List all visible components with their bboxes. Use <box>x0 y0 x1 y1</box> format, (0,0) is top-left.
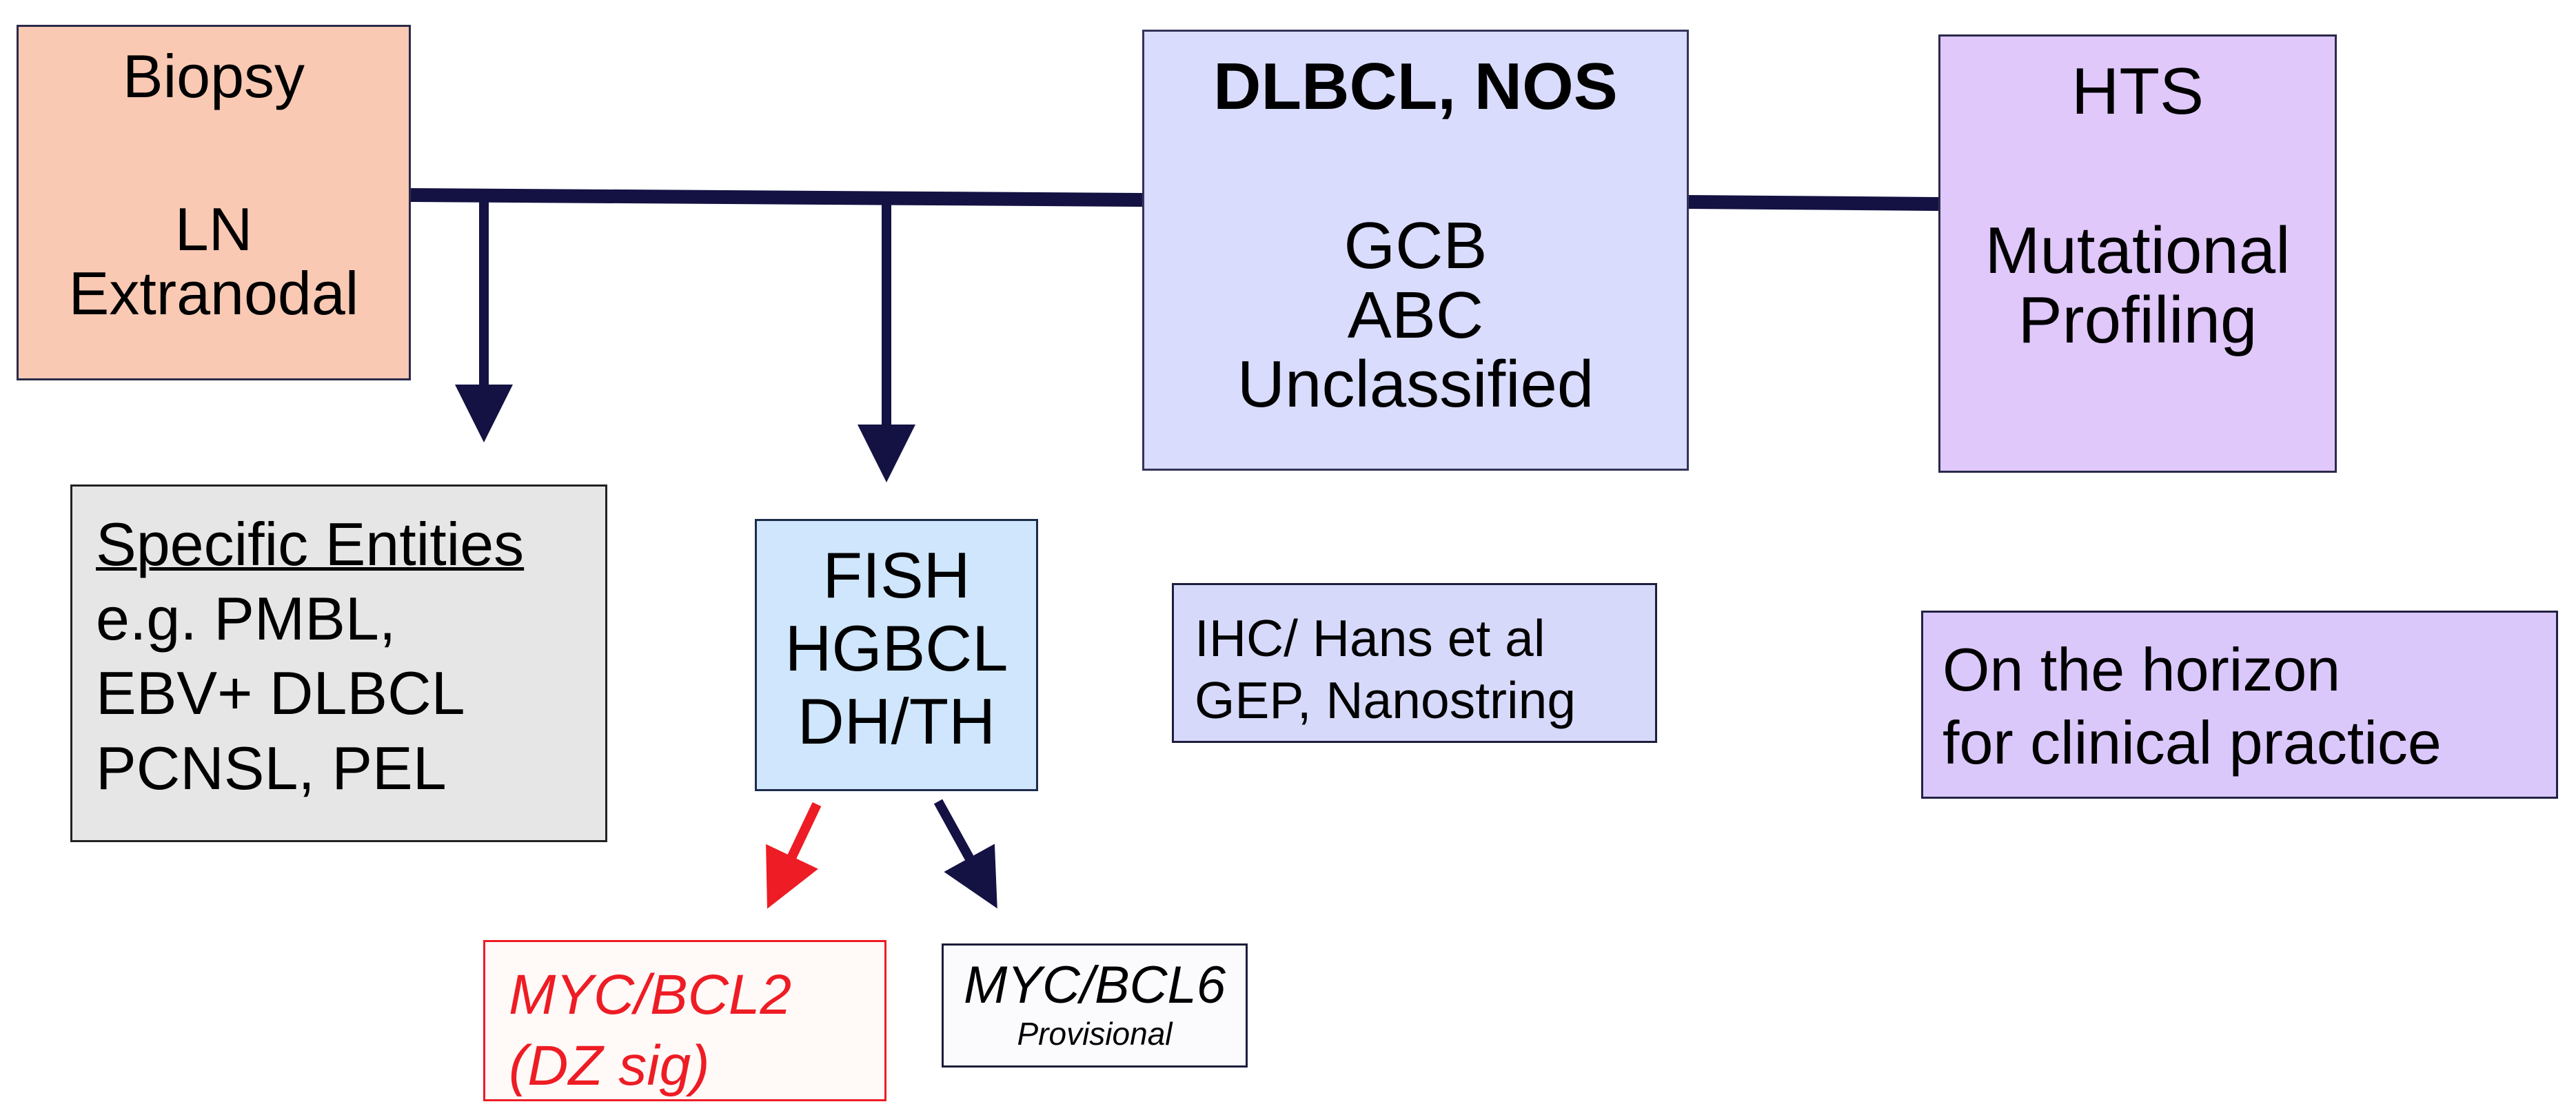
myc-bcl6-title: MYC/BCL6 <box>963 956 1226 1014</box>
fish-title: FISH <box>822 539 971 611</box>
dlbcl-abc-label: ABC <box>1347 278 1484 352</box>
myc-bcl6-box: MYC/BCL6 Provisional <box>942 943 1248 1068</box>
fish-dhth-label: DH/TH <box>797 685 996 758</box>
hts-title: HTS <box>2071 54 2204 128</box>
biopsy-title: Biopsy <box>122 42 305 110</box>
horizon-line-1: On the horizon <box>1943 635 2341 704</box>
ihc-hans-label: IHC/ Hans et al <box>1195 609 1545 667</box>
hts-profiling-label: Profiling <box>2018 283 2258 357</box>
provisional-label: Provisional <box>1017 1015 1173 1052</box>
main-connector-line <box>410 188 1143 207</box>
ihc-gep-box: IHC/ Hans et al GEP, Nanostring <box>1172 583 1657 743</box>
horizon-box: On the horizon for clinical practice <box>1921 611 2558 799</box>
specific-entities-line-pmbl: e.g. PMBL, <box>96 584 396 653</box>
dlbcl-hts-connector-line <box>1688 195 1939 211</box>
biopsy-ln-label: LN <box>174 195 253 264</box>
myc-bcl2-box: MYC/BCL2 (DZ sig) <box>483 940 886 1101</box>
specific-entities-line-ebv: EBV+ DLBCL <box>96 659 465 728</box>
arrow-to-myc-bcl6 <box>933 799 997 909</box>
dz-sig-label: (DZ sig) <box>509 1034 710 1097</box>
dlbcl-nos-box: DLBCL, NOS GCB ABC Unclassified <box>1142 30 1689 471</box>
specific-entities-line-pcnsl: PCNSL, PEL <box>96 733 447 802</box>
hts-box: HTS Mutational Profiling <box>1938 34 2337 473</box>
horizon-line-2: for clinical practice <box>1943 708 2442 777</box>
hts-mutational-label: Mutational <box>1985 213 2291 287</box>
myc-bcl2-title: MYC/BCL2 <box>509 963 792 1026</box>
dlbcl-unclassified-label: Unclassified <box>1237 347 1594 422</box>
biopsy-extranodal-label: Extranodal <box>68 258 359 327</box>
specific-entities-box: Specific Entities e.g. PMBL, EBV+ DLBCL … <box>70 484 607 842</box>
dlbcl-nos-title: DLBCL, NOS <box>1213 50 1618 123</box>
dlbcl-gcb-label: GCB <box>1343 208 1488 283</box>
arrow-to-myc-bcl2 <box>766 801 822 909</box>
biopsy-box: Biopsy LN Extranodal <box>17 25 411 380</box>
gep-nanostring-label: GEP, Nanostring <box>1195 671 1576 729</box>
fish-box: FISH HGBCL DH/TH <box>755 519 1038 791</box>
specific-entities-title: Specific Entities <box>96 510 525 578</box>
fish-hgbcl-label: HGBCL <box>784 612 1008 685</box>
